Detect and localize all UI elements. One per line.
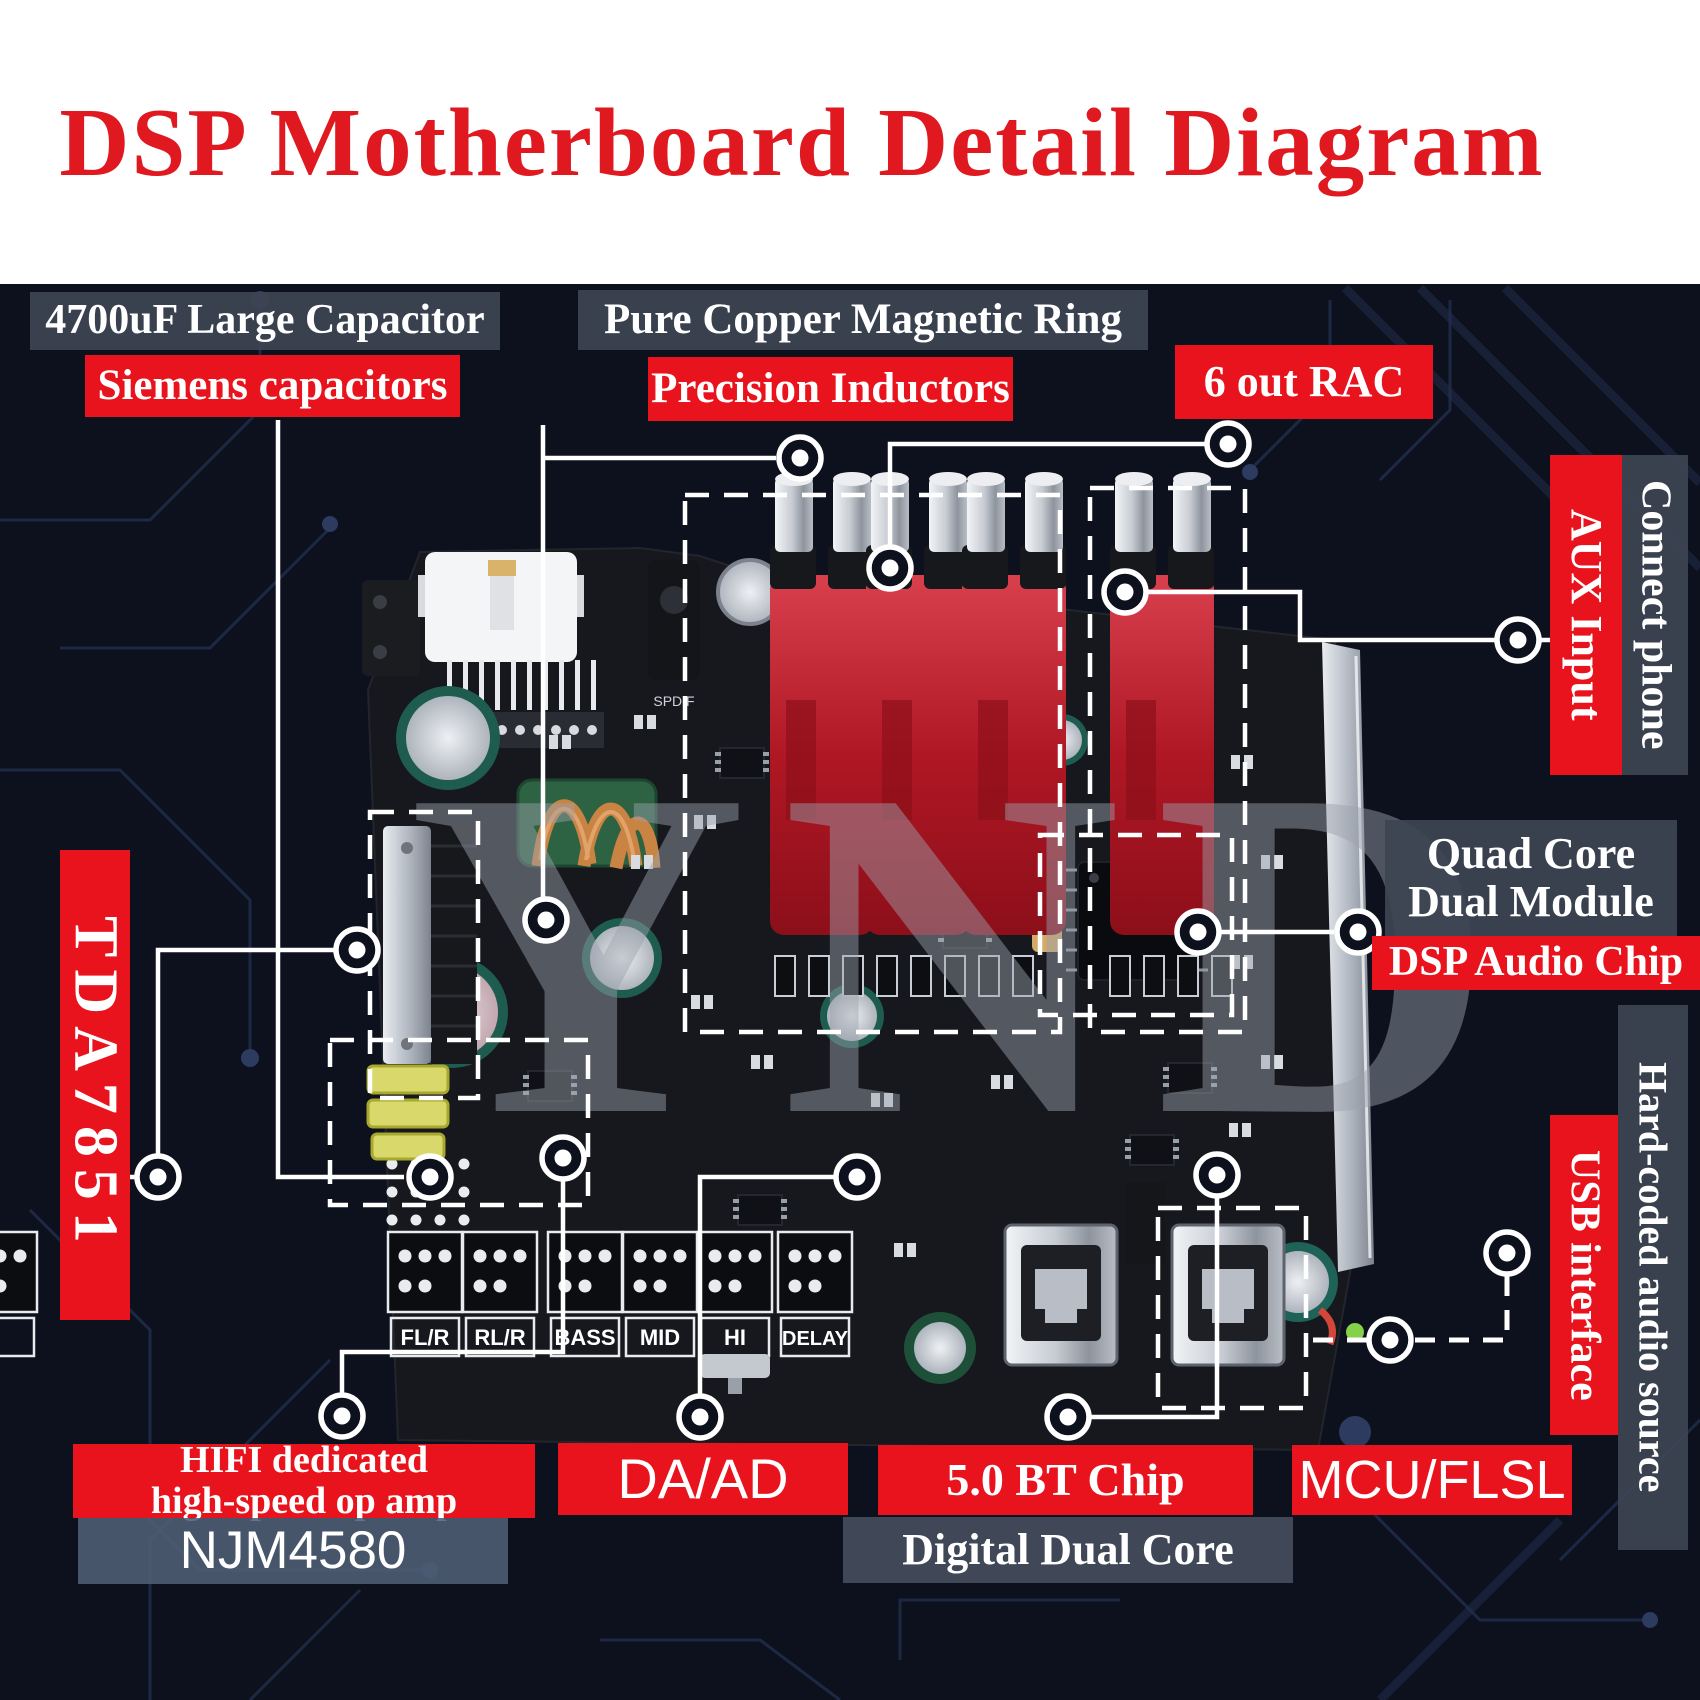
callout-line-6out-rac [887,441,1206,546]
capacitor-top [716,558,784,626]
label-6-out-rac: 6 out RAC [1175,345,1433,419]
label-mcu-flsl: MCU/FLSL [1292,1445,1572,1515]
led-green [1346,1323,1364,1341]
tact-switch [700,1354,770,1378]
silkscreen-hi: HI [724,1325,746,1350]
label-hard-coded-audio-source: Hard-coded audio source [1618,1005,1688,1550]
callout-line-tda [155,947,334,1155]
label-hifi-op-amp: HIFI dedicated high-speed op amp [73,1439,535,1522]
page-title: DSP Motherboard Detail Diagram [59,88,1545,196]
label-tda7851: TDA7851 [60,850,130,1320]
title-bar: DSP Motherboard Detail Diagram [0,0,1700,284]
callout-line-siemens [275,420,404,1180]
label-quad-core-dual-module: Quad Core Dual Module [1385,820,1677,936]
silkscreen-flr: FL/R [401,1325,450,1350]
label-njm4580: NJM4580 [78,1518,508,1584]
label-connect-phone: Connect phone [1622,455,1688,775]
silkscreen-delay: DELAY [782,1328,849,1350]
spdif-optical-jack: SPDIF [648,560,700,709]
label-usb-interface: USB interface [1550,1115,1618,1435]
callout-line-usb [1413,1276,1510,1343]
label-siemens-capacitors: Siemens capacitors [85,355,460,417]
silkscreen-mid: MID [640,1325,680,1350]
label-precision-inductors: Precision Inductors [648,357,1013,421]
callout-line-bt-chip [1091,1197,1220,1420]
label-aux-input: AUX Input [1550,455,1622,775]
label-digital-dual-core: Digital Dual Core [843,1517,1293,1583]
label-dsp-audio-chip: DSP Audio Chip [1372,936,1700,990]
label-4700uf-capacitor: 4700uF Large Capacitor [30,292,500,350]
label-pure-copper-ring: Pure Copper Magnetic Ring [578,290,1148,350]
callout-line-aux [1147,589,1495,643]
silkscreen-rlr: RL/R [474,1325,525,1350]
silkscreen-bass: BASS [554,1325,615,1350]
power-socket [362,580,420,676]
ynd-watermark: YND [408,692,1529,1213]
red-wire [1317,1307,1336,1346]
label-da-ad: DA/AD [558,1443,848,1515]
dashed-outline-usb-port [1155,1205,1309,1411]
label-5-0-bt-chip: 5.0 BT Chip [878,1445,1253,1515]
